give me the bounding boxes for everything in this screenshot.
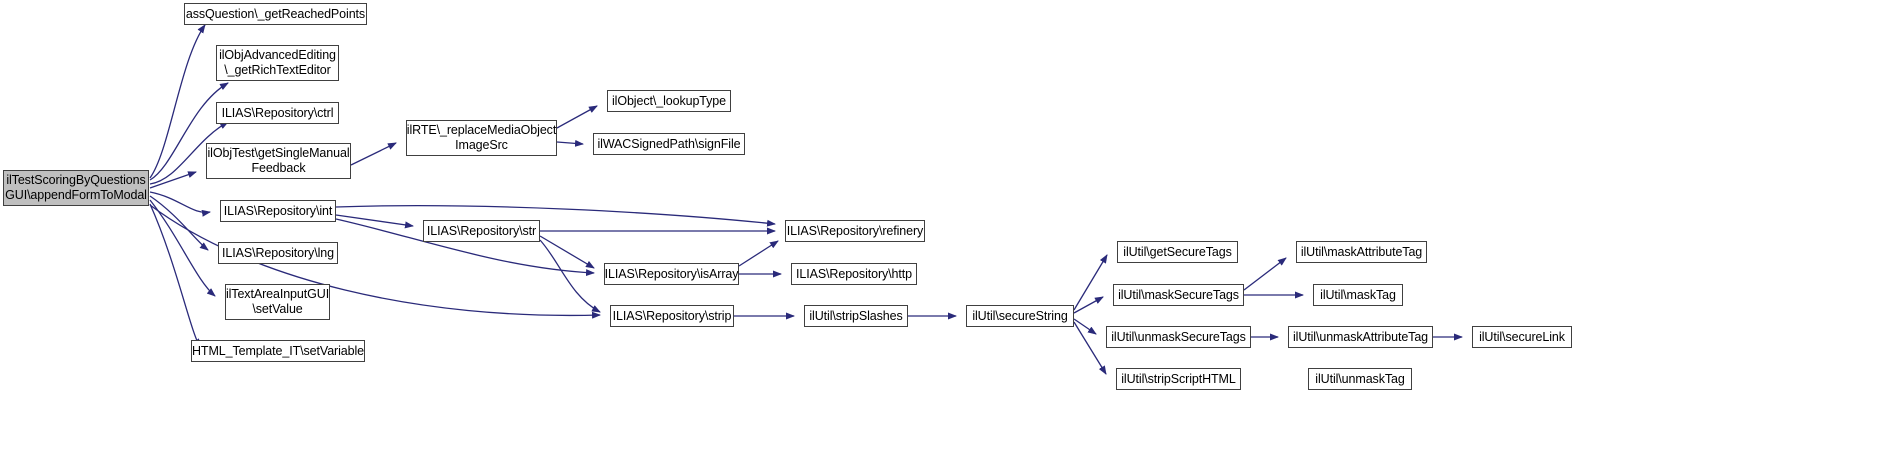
graph-node-htmlTemplateSetVar[interactable]: HTML_Template_IT\setVariable [191, 340, 365, 362]
graph-node-repoLng[interactable]: ILIAS\Repository\lng [218, 242, 338, 264]
graph-node-getReachedPoints[interactable]: assQuestion\_getReachedPoints [184, 3, 367, 25]
edge-root-to-repoInt [149, 191, 211, 217]
edge-repoInt-to-repoStr [335, 214, 414, 229]
graph-node-richTextEditor[interactable]: ilObjAdvancedEditing \_getRichTextEditor [216, 45, 339, 81]
edge-maskSecureTags-to-maskAttributeTag [1243, 257, 1287, 291]
edge-secureString-to-maskSecureTags [1073, 296, 1104, 314]
edge-repoIsArray-to-repoRefinery [738, 240, 779, 267]
edge-root-to-textAreaSetValue [149, 199, 216, 297]
graph-node-lookupType[interactable]: ilObject\_lookupType [607, 90, 731, 112]
graph-node-stripSlashes[interactable]: ilUtil\stripSlashes [804, 305, 908, 327]
graph-node-singleManualFb[interactable]: ilObjTest\getSingleManual Feedback [206, 143, 351, 179]
graph-node-maskSecureTags[interactable]: ilUtil\maskSecureTags [1113, 284, 1244, 306]
graph-node-stripScriptHTML[interactable]: ilUtil\stripScriptHTML [1116, 368, 1241, 390]
edge-root-to-repoLng [149, 195, 209, 251]
edge-secureString-to-stripScriptHTML [1073, 321, 1107, 375]
graph-node-replaceMediaObject[interactable]: ilRTE\_replaceMediaObject ImageSrc [406, 120, 557, 156]
graph-node-maskAttributeTag[interactable]: ilUtil\maskAttributeTag [1296, 241, 1427, 263]
graph-node-repoRefinery[interactable]: ILIAS\Repository\refinery [785, 220, 925, 242]
edge-root-to-htmlTemplateSetVar [149, 203, 201, 348]
edge-repoStr-to-repoStrip [539, 239, 601, 313]
edge-secureString-to-unmaskSecureTags [1073, 318, 1097, 335]
edge-replaceMediaObject-to-lookupType [556, 105, 598, 129]
graph-node-textAreaSetValue[interactable]: ilTextAreaInputGUI \setValue [225, 284, 330, 320]
edge-secureString-to-getSecureTags [1073, 254, 1108, 311]
graph-node-repoStrip[interactable]: ILIAS\Repository\strip [610, 305, 734, 327]
graph-node-repoHttp[interactable]: ILIAS\Repository\http [791, 263, 917, 285]
graph-node-unmaskAttributeTag[interactable]: ilUtil\unmaskAttributeTag [1288, 326, 1433, 348]
graph-node-unmaskSecureTags[interactable]: ilUtil\unmaskSecureTags [1106, 326, 1251, 348]
graph-node-maskTag[interactable]: ilUtil\maskTag [1313, 284, 1403, 306]
graph-node-repoCtrl[interactable]: ILIAS\Repository\ctrl [216, 102, 339, 124]
edge-repoInt-to-repoRefinery [335, 205, 776, 227]
graph-node-secureString[interactable]: ilUtil\secureString [966, 305, 1074, 327]
graph-node-root[interactable]: ilTestScoringByQuestions GUI\appendFormT… [3, 170, 149, 206]
graph-node-unmaskTag[interactable]: ilUtil\unmaskTag [1308, 368, 1412, 390]
edge-root-to-getReachedPoints [149, 24, 206, 179]
graph-node-secureLink[interactable]: ilUtil\secureLink [1472, 326, 1572, 348]
edge-replaceMediaObject-to-signFile [556, 139, 584, 147]
edge-repoStr-to-repoIsArray [539, 235, 595, 269]
graph-node-repoIsArray[interactable]: ILIAS\Repository\isArray [604, 263, 739, 285]
edge-root-to-singleManualFb [149, 171, 197, 189]
graph-node-repoStr[interactable]: ILIAS\Repository\str [423, 220, 540, 242]
edge-singleManualFb-to-replaceMediaObject [350, 142, 397, 166]
graph-node-repoInt[interactable]: ILIAS\Repository\int [220, 200, 336, 222]
graph-node-signFile[interactable]: ilWACSignedPath\signFile [593, 133, 745, 155]
graph-node-getSecureTags[interactable]: ilUtil\getSecureTags [1117, 241, 1238, 263]
